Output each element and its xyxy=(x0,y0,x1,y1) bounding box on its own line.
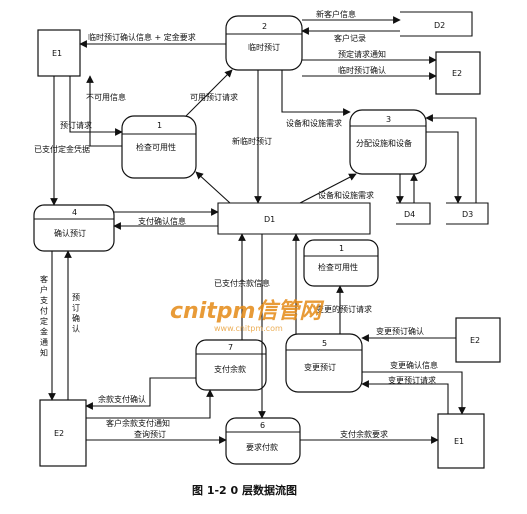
flow-facility-need-2-label: 设备和设施需求 xyxy=(318,190,374,200)
flow-balance-request: 支付余款要求 xyxy=(300,429,439,444)
flow-booking-confirm-label: 预订确认 xyxy=(72,292,80,334)
flow-new-temp-booking-label: 新临时预订 xyxy=(232,136,272,146)
flow-query-booking: 查询预订 xyxy=(86,429,227,444)
process-3-number: 3 xyxy=(386,115,391,124)
entity-e2-lower-right: E2 xyxy=(455,317,501,363)
flow-d3-to-process-3 xyxy=(425,114,477,203)
store-d2: D2 xyxy=(400,11,473,37)
entity-e2-right: E2 xyxy=(435,51,481,95)
process-7-pay-balance: 7 支付余款 xyxy=(195,339,267,391)
flow-balance-confirm: 余款支付确认 xyxy=(85,377,196,410)
flow-change-confirm-label: 变更预订确认 xyxy=(376,326,424,336)
flow-changed-request-label: 变更的预订请求 xyxy=(316,304,372,314)
watermark: cnitpm信管网 www.cnitpm.com xyxy=(170,298,324,333)
flow-bookable: 可用预订请求 xyxy=(185,69,238,117)
flow-booking-request-label: 预订请求 xyxy=(60,120,92,130)
process-7-name: 支付余款 xyxy=(214,364,246,374)
figure-caption: 图 1-2 0 层数据流图 xyxy=(192,483,297,497)
flow-temp-confirm-deposit-label: 临时预订确认信息 + 定金要求 xyxy=(88,32,196,42)
process-7-number: 7 xyxy=(228,343,233,352)
flow-changed-request: 变更的预订请求 xyxy=(316,285,372,334)
store-d4-label: D4 xyxy=(404,210,415,219)
entity-e1-bottom-label: E1 xyxy=(454,437,464,446)
process-5-change-booking: 5 变更预订 xyxy=(285,333,363,393)
flow-balance-request-label: 支付余款要求 xyxy=(340,429,388,439)
flow-customer-record: 客户记录 xyxy=(301,27,400,43)
flow-change-request-label: 变更预订请求 xyxy=(388,375,436,385)
process-6-number: 6 xyxy=(260,421,265,430)
flow-d1-to-process-1 xyxy=(195,171,231,204)
store-d1-label: D1 xyxy=(264,215,275,224)
flow-reserve-notice: 预定请求通知 xyxy=(302,49,437,64)
flow-temp-confirm-2-label: 临时预订确认 xyxy=(338,65,386,75)
flow-process-3-to-d3 xyxy=(426,131,462,204)
entity-e2-right-label: E2 xyxy=(452,69,462,78)
flow-unavailable-label: 不可用信息 xyxy=(86,92,126,102)
process-1-number: 1 xyxy=(157,121,162,130)
flow-temp-confirm-2: 临时预订确认 xyxy=(302,65,437,80)
process-1-check-availability: 1 检查可用性 xyxy=(121,115,197,179)
flow-query-booking-label: 查询预订 xyxy=(134,429,166,439)
process-5-number: 5 xyxy=(322,339,327,348)
flow-customer-deposit-notice-label: 客户支付定金通知 xyxy=(40,274,48,358)
store-d1: D1 xyxy=(217,202,371,235)
process-4-number: 4 xyxy=(72,208,77,217)
process-2-number: 2 xyxy=(262,22,267,31)
flow-temp-confirm-deposit: 临时预订确认信息 + 定金要求 xyxy=(79,32,226,48)
flow-facility-need: 设备和设施需求 xyxy=(281,70,351,128)
entity-e1-top-label: E1 xyxy=(52,49,62,58)
store-d4: D4 xyxy=(396,202,431,225)
process-2-temporary-booking: 2 临时预订 xyxy=(225,15,303,71)
store-d2-label: D2 xyxy=(434,21,445,30)
store-d3: D3 xyxy=(446,202,489,225)
process-1b-number: 1 xyxy=(339,244,344,253)
process-5-name: 变更预订 xyxy=(304,362,336,372)
process-3-allocate-facilities: 3 分配设施和设备 xyxy=(349,109,427,175)
process-1b-name: 检查可用性 xyxy=(318,262,358,272)
flow-pay-confirm: 支付确认信息 xyxy=(113,216,218,230)
flow-balance-notice: 客户余款支付通知 xyxy=(86,389,214,428)
flow-booking-confirm: 预订确认 xyxy=(64,250,80,400)
entity-e1-bottom: E1 xyxy=(437,413,485,469)
flow-facility-need-label: 设备和设施需求 xyxy=(286,118,342,128)
flow-balance-confirm-label: 余款支付确认 xyxy=(98,394,146,404)
process-1-name: 检查可用性 xyxy=(136,142,176,152)
flow-pay-confirm-label: 支付确认信息 xyxy=(138,216,186,226)
flow-deposit-receipt-label: 已支付定金凭据 xyxy=(34,144,90,154)
flow-balance-paid-label: 已支付余款信息 xyxy=(214,278,270,288)
flow-customer-record-label: 客户记录 xyxy=(334,33,366,43)
process-3-name: 分配设施和设备 xyxy=(356,138,412,148)
flow-bookable-label: 可用预订请求 xyxy=(190,92,238,102)
entity-e2-lower-right-label: E2 xyxy=(470,336,480,345)
entity-e1-top: E1 xyxy=(37,29,81,77)
flow-booking-request: 预订请求 xyxy=(60,76,123,136)
process-4-confirm-booking: 4 确认预订 xyxy=(33,204,115,252)
process-6-request-payment: 6 要求付款 xyxy=(225,417,301,465)
flow-balance-notice-label: 客户余款支付通知 xyxy=(106,418,170,428)
process-6-name: 要求付款 xyxy=(246,442,278,452)
flow-reserve-notice-label: 预定请求通知 xyxy=(338,49,386,59)
flow-new-customer-label: 新客户信息 xyxy=(316,9,356,19)
flow-facility-need-2: 设备和设施需求 xyxy=(299,173,374,204)
flow-customer-deposit-notice: 客户支付定金通知 xyxy=(40,251,56,401)
flow-change-confirm-info-label: 变更确认信息 xyxy=(390,360,438,370)
watermark-brand: cnitpm信管网 xyxy=(170,298,324,324)
entity-e2-left: E2 xyxy=(39,399,87,467)
flow-new-customer: 新客户信息 xyxy=(302,9,401,24)
store-d3-label: D3 xyxy=(462,210,473,219)
flow-deposit-receipt: 已支付定金凭据 xyxy=(34,76,90,206)
entity-e2-left-label: E2 xyxy=(54,429,64,438)
process-4-name: 确认预订 xyxy=(54,228,86,238)
flow-balance-paid: 已支付余款信息 xyxy=(214,233,270,340)
flow-unavailable: 不可用信息 xyxy=(86,75,126,147)
watermark-url: www.cnitpm.com xyxy=(214,324,283,333)
flow-new-temp-booking: 新临时预订 xyxy=(232,70,272,204)
flow-change-request: 变更预订请求 xyxy=(361,375,449,414)
flow-change-confirm: 变更预订确认 xyxy=(361,326,456,342)
process-1b-check-availability: 1 检查可用性 xyxy=(303,239,379,287)
process-2-name: 临时预订 xyxy=(248,42,280,52)
flow-change-confirm-info: 变更确认信息 xyxy=(362,360,466,415)
